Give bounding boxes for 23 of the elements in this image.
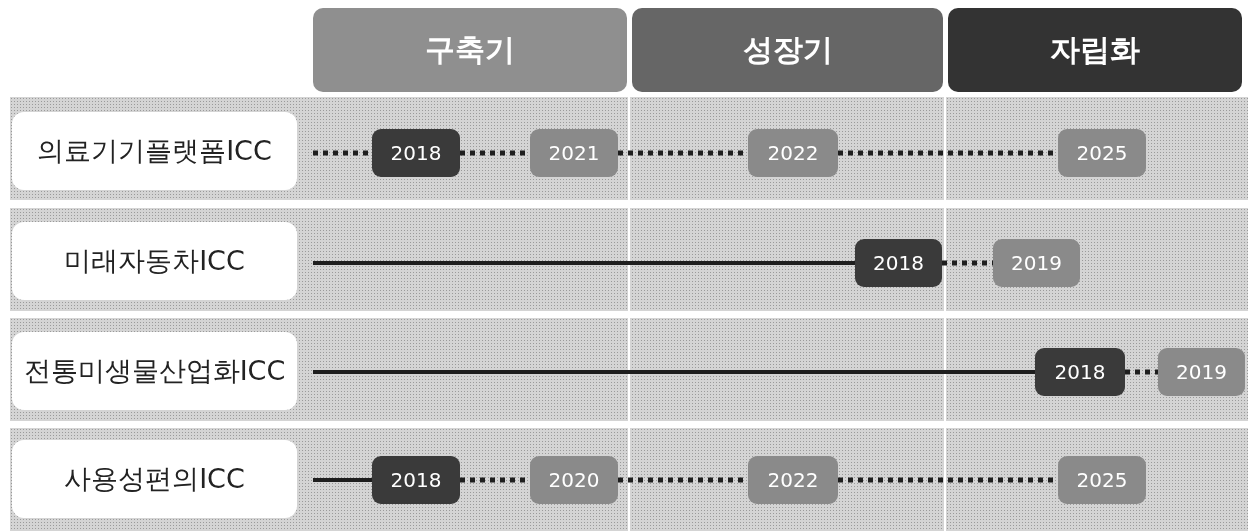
year-pill: 2022 bbox=[748, 456, 838, 504]
phase-header: 성장기 bbox=[632, 8, 943, 92]
year-pill: 2018 bbox=[372, 456, 460, 504]
phase-header: 자립화 bbox=[948, 8, 1242, 92]
row-label-box: 미래자동차ICC bbox=[12, 222, 297, 300]
solid-line bbox=[313, 478, 372, 482]
row-label-box: 의료기기플랫폼ICC bbox=[12, 112, 297, 190]
year-pill: 2019 bbox=[993, 239, 1080, 287]
solid-line bbox=[313, 370, 1035, 374]
year-pill: 2018 bbox=[1035, 348, 1125, 396]
row-label-box: 사용성편의ICC bbox=[12, 440, 297, 518]
dotted-line bbox=[1125, 369, 1158, 375]
year-pill: 2019 bbox=[1158, 348, 1245, 396]
row-label-box: 전통미생물산업화ICC bbox=[12, 332, 297, 410]
year-pill: 2025 bbox=[1058, 129, 1146, 177]
year-pill: 2025 bbox=[1058, 456, 1146, 504]
year-pill: 2018 bbox=[855, 239, 942, 287]
year-pill: 2018 bbox=[372, 129, 460, 177]
year-pill: 2022 bbox=[748, 129, 838, 177]
year-pill: 2020 bbox=[530, 456, 618, 504]
phase-header: 구축기 bbox=[313, 8, 627, 92]
solid-line bbox=[313, 261, 855, 265]
year-pill: 2021 bbox=[530, 129, 618, 177]
